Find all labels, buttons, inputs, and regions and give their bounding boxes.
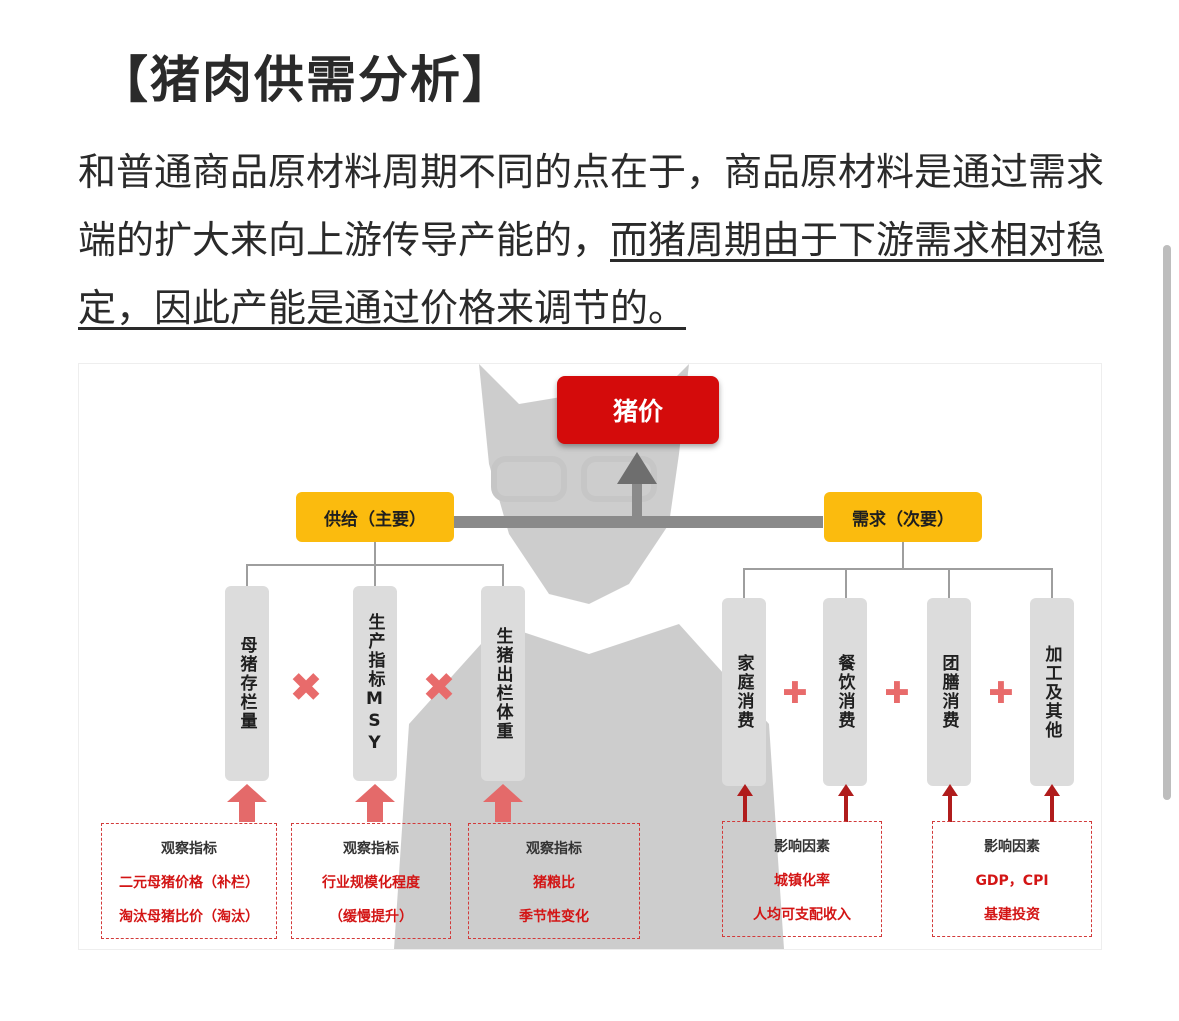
supply-drop-1 bbox=[246, 564, 248, 586]
paragraph-underlined: 而猪周期由于下游需求相对稳定，因此产能是通过价格来调节的。 bbox=[78, 218, 1105, 330]
factor-box-urbanization: 影响因素 城镇化率 人均可支配收入 bbox=[722, 821, 882, 937]
factor-box-msy: 观察指标 行业规模化程度 （缓慢提升） bbox=[291, 823, 451, 939]
demand-drop-2 bbox=[845, 568, 847, 598]
factor-box-sow: 观察指标 二元母猪价格（补栏） 淘汰母猪比价（淘汰） bbox=[101, 823, 277, 939]
demand-drop-1 bbox=[743, 568, 745, 598]
thin-arrow-icon-1 bbox=[737, 784, 753, 822]
factor-title: 观察指标 bbox=[343, 841, 399, 857]
factor-box-weight: 观察指标 猪粮比 季节性变化 bbox=[468, 823, 640, 939]
pillar-sow-inventory: 母猪存栏量 bbox=[225, 586, 269, 781]
factor-title: 观察指标 bbox=[161, 841, 217, 857]
times-icon-1: ✖ bbox=[289, 665, 323, 711]
demand-drop-3 bbox=[948, 568, 950, 598]
supply-drop-3 bbox=[502, 564, 504, 586]
pillar-household: 家庭消费 bbox=[722, 598, 766, 786]
arrow-shaft bbox=[632, 474, 642, 518]
page-title: 【猪肉供需分析】 bbox=[98, 51, 514, 109]
thin-arrow-icon-2 bbox=[838, 784, 854, 822]
up-arrow-icon-3 bbox=[483, 784, 523, 822]
pillar-slaughter-weight: 生猪出栏体重 bbox=[481, 586, 525, 781]
up-arrow-icon-1 bbox=[227, 784, 267, 822]
demand-branch bbox=[743, 568, 1053, 570]
factor-title: 影响因素 bbox=[774, 839, 830, 855]
pillar-processing: 加工及其他 bbox=[1030, 598, 1074, 786]
supply-demand-diagram: 猪价 供给（主要） 需求（次要） 母猪存栏量 生产指标MSY 生猪出栏体重 ✖ … bbox=[78, 363, 1102, 950]
demand-box: 需求（次要） bbox=[824, 492, 982, 542]
demand-stem bbox=[902, 542, 904, 568]
supply-stem bbox=[374, 542, 376, 564]
factor-line: 淘汰母猪比价（淘汰） bbox=[119, 909, 259, 925]
factor-line: 基建投资 bbox=[984, 907, 1040, 923]
factor-line: 二元母猪价格（补栏） bbox=[119, 875, 259, 891]
price-up-arrow bbox=[617, 452, 657, 484]
factor-title: 影响因素 bbox=[984, 839, 1040, 855]
factor-line: （缓慢提升） bbox=[329, 909, 413, 925]
paragraph-plain: 和普通商品原材料周期不同的点在于，商品原材料是通过需求端的扩大来向上游传导产能的… bbox=[78, 150, 1105, 262]
pillar-msy: 生产指标MSY bbox=[353, 586, 397, 781]
supply-drop-2 bbox=[374, 564, 376, 586]
pillar-catering: 餐饮消费 bbox=[823, 598, 867, 786]
price-box: 猪价 bbox=[557, 376, 719, 444]
factor-title: 观察指标 bbox=[526, 841, 582, 857]
thin-arrow-icon-3 bbox=[942, 784, 958, 822]
body-paragraph: 和普通商品原材料周期不同的点在于，商品原材料是通过需求端的扩大来向上游传导产能的… bbox=[78, 138, 1108, 342]
supply-box: 供给（主要） bbox=[296, 492, 454, 542]
pillar-group-meal: 团膳消费 bbox=[927, 598, 971, 786]
demand-drop-4 bbox=[1051, 568, 1053, 598]
factor-line: 人均可支配收入 bbox=[753, 907, 851, 923]
factor-line: 季节性变化 bbox=[519, 909, 589, 925]
factor-line: 行业规模化程度 bbox=[322, 875, 420, 891]
factor-line: 猪粮比 bbox=[533, 875, 575, 891]
plus-icon-1: ✚ bbox=[782, 676, 808, 711]
plus-icon-3: ✚ bbox=[988, 676, 1014, 711]
times-icon-2: ✖ bbox=[422, 665, 456, 711]
factor-line: 城镇化率 bbox=[774, 873, 830, 889]
plus-icon-2: ✚ bbox=[884, 676, 910, 711]
thin-arrow-icon-4 bbox=[1044, 784, 1060, 822]
factor-box-gdp: 影响因素 GDP，CPI 基建投资 bbox=[932, 821, 1092, 937]
factor-line: GDP，CPI bbox=[975, 873, 1049, 889]
supply-demand-bar bbox=[453, 516, 823, 528]
up-arrow-icon-2 bbox=[355, 784, 395, 822]
scrollbar[interactable] bbox=[1163, 245, 1171, 800]
